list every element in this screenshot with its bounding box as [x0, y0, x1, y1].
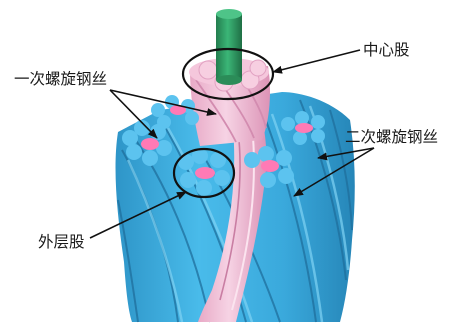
arrow-center-strand — [273, 50, 360, 72]
label-center-strand: 中心股 — [363, 41, 410, 59]
label-outer-layer: 外层股 — [38, 233, 85, 251]
core-rod — [216, 9, 242, 85]
label-secondary-spiral-wire: 二次螺旋钢丝 — [345, 128, 438, 146]
label-primary-spiral-wire: 一次螺旋钢丝 — [14, 70, 107, 88]
